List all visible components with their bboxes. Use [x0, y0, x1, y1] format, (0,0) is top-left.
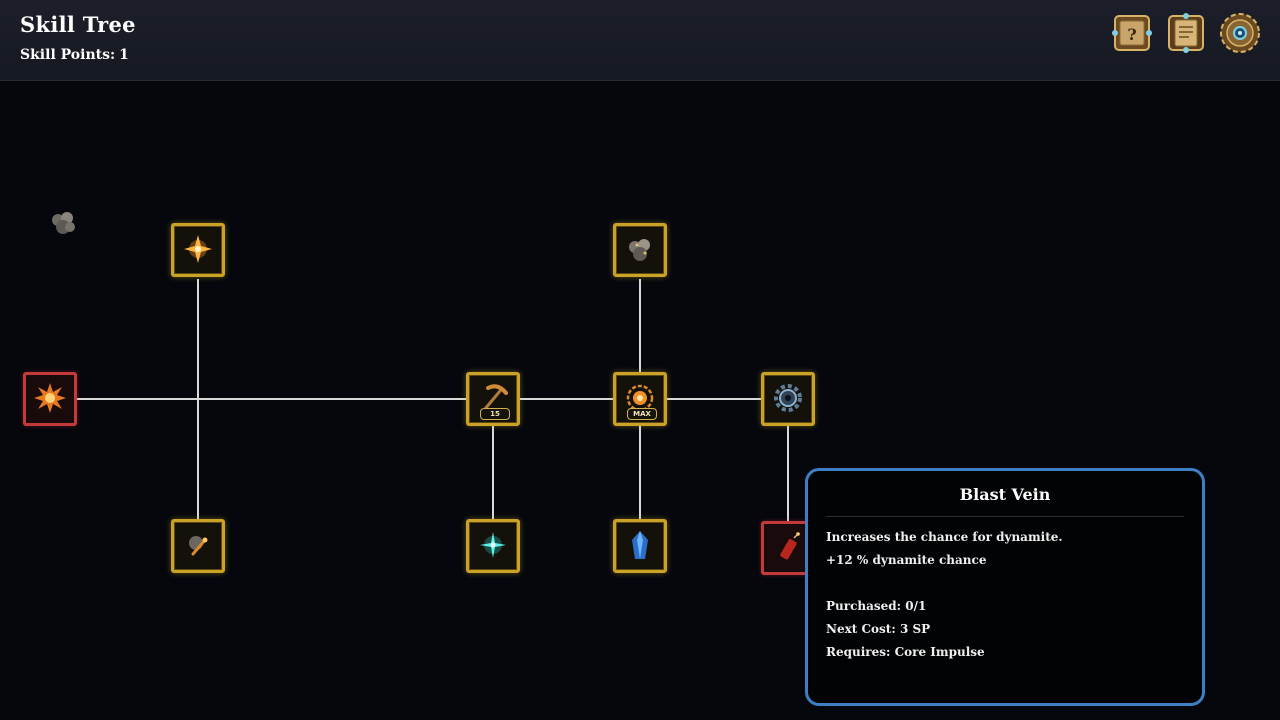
- ore-rocks-icon: [52, 212, 75, 234]
- svg-text:?: ?: [1127, 25, 1136, 44]
- skill-node-pickaxe[interactable]: 15: [466, 372, 520, 426]
- tooltip-purchased: Purchased: 0/1: [826, 599, 927, 613]
- top-bar: Skill Tree Skill Points:1 ?: [0, 0, 1280, 81]
- explosion-icon: [34, 383, 66, 413]
- skill-node-cyan-spark[interactable]: [466, 519, 520, 573]
- cyan-spark-icon: [480, 532, 506, 558]
- skill-level-badge: 15: [480, 408, 510, 420]
- help-book-button[interactable]: ?: [1109, 10, 1155, 56]
- scroll-book-icon: [1168, 13, 1204, 53]
- drill-icon: [189, 536, 208, 556]
- skill-node-ore-chunk[interactable]: [613, 223, 667, 277]
- settings-button[interactable]: [1217, 10, 1263, 56]
- skill-node-spark[interactable]: [171, 223, 225, 277]
- skill-tooltip: Blast Vein Increases the chance for dyna…: [805, 468, 1205, 706]
- skill-level-badge: MAX: [627, 408, 657, 420]
- dynamite-icon: [780, 532, 800, 560]
- page-title: Skill Tree: [20, 12, 136, 37]
- skill-node-core-impulse[interactable]: MAX: [613, 372, 667, 426]
- pickaxe-icon: [483, 384, 508, 411]
- spark-icon: [184, 235, 212, 263]
- skill-node-blast-origin[interactable]: [23, 372, 77, 426]
- skill-points-value: 1: [119, 47, 129, 63]
- skill-node-crystal[interactable]: [613, 519, 667, 573]
- ore-rocks-icon: [629, 239, 650, 261]
- blue-crystal-icon: [632, 531, 648, 559]
- tooltip-effect: +12 % dynamite chance: [826, 553, 987, 567]
- tooltip-title: Blast Vein: [826, 485, 1184, 517]
- cog-icon: [774, 384, 802, 412]
- tooltip-description: Increases the chance for dynamite.: [826, 530, 1063, 544]
- journal-button[interactable]: [1163, 10, 1209, 56]
- question-book-icon: ?: [1112, 15, 1152, 51]
- skill-node-cog[interactable]: [761, 372, 815, 426]
- skill-points-display: Skill Points:1: [20, 47, 129, 63]
- tooltip-requires: Requires: Core Impulse: [826, 645, 985, 659]
- tooltip-next-cost: Next Cost: 3 SP: [826, 622, 931, 636]
- skill-points-label: Skill Points:: [20, 47, 116, 63]
- gear-icon: [1220, 13, 1260, 53]
- skill-node-drill[interactable]: [171, 519, 225, 573]
